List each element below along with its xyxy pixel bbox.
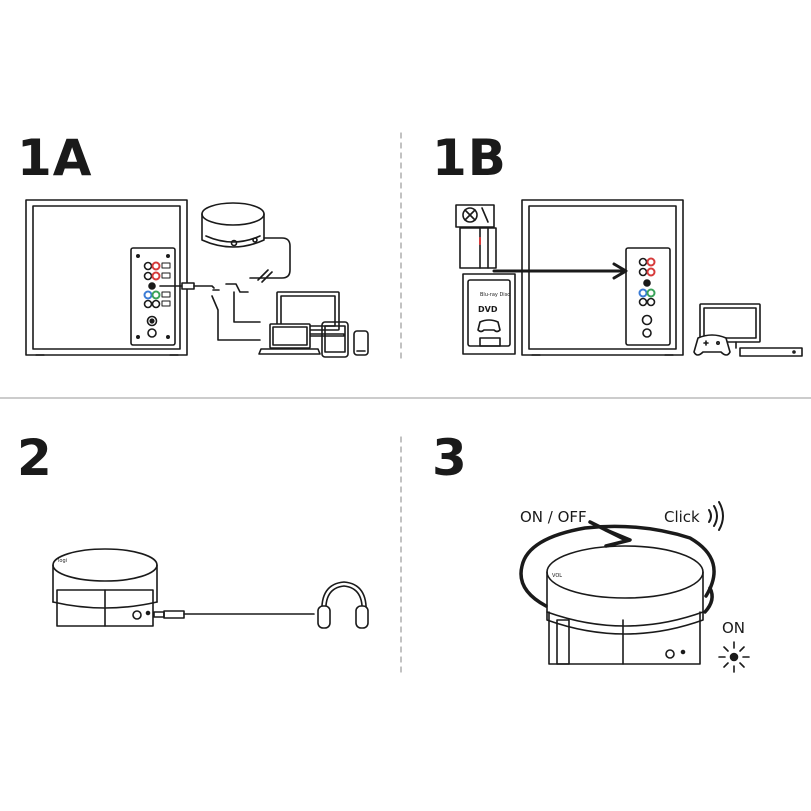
volume-knob[interactable]: VOL (547, 546, 703, 634)
cable-1b (460, 228, 496, 268)
rear-panel-1a (131, 248, 175, 345)
on-light-icon (719, 642, 749, 672)
game-controller-icon (694, 335, 730, 355)
headphone-cable (154, 611, 314, 618)
bluray-logo: Blu-ray Disc (480, 292, 510, 298)
aux-cable-1a (160, 270, 272, 340)
rear-panel-1b (626, 248, 670, 345)
svg-text:logi: logi (58, 558, 67, 564)
small-laptop-icon (259, 324, 320, 354)
connection-arrow-1b (494, 264, 626, 278)
control-pod-1a (202, 203, 290, 278)
headphones-icon (318, 582, 368, 628)
tablet-icon (322, 322, 348, 357)
control-pod-2: logi (53, 549, 157, 626)
set-top-box-icon (740, 348, 802, 356)
dvd-logo: DVD (478, 305, 498, 314)
subwoofer-1b (522, 200, 683, 355)
click-sound-icon (709, 502, 723, 530)
phone-icon (354, 331, 368, 355)
vol-label: VOL (552, 573, 562, 579)
media-player-stack: Blu-ray Disc DVD (463, 274, 515, 354)
no-smartphone-icon (456, 205, 494, 227)
